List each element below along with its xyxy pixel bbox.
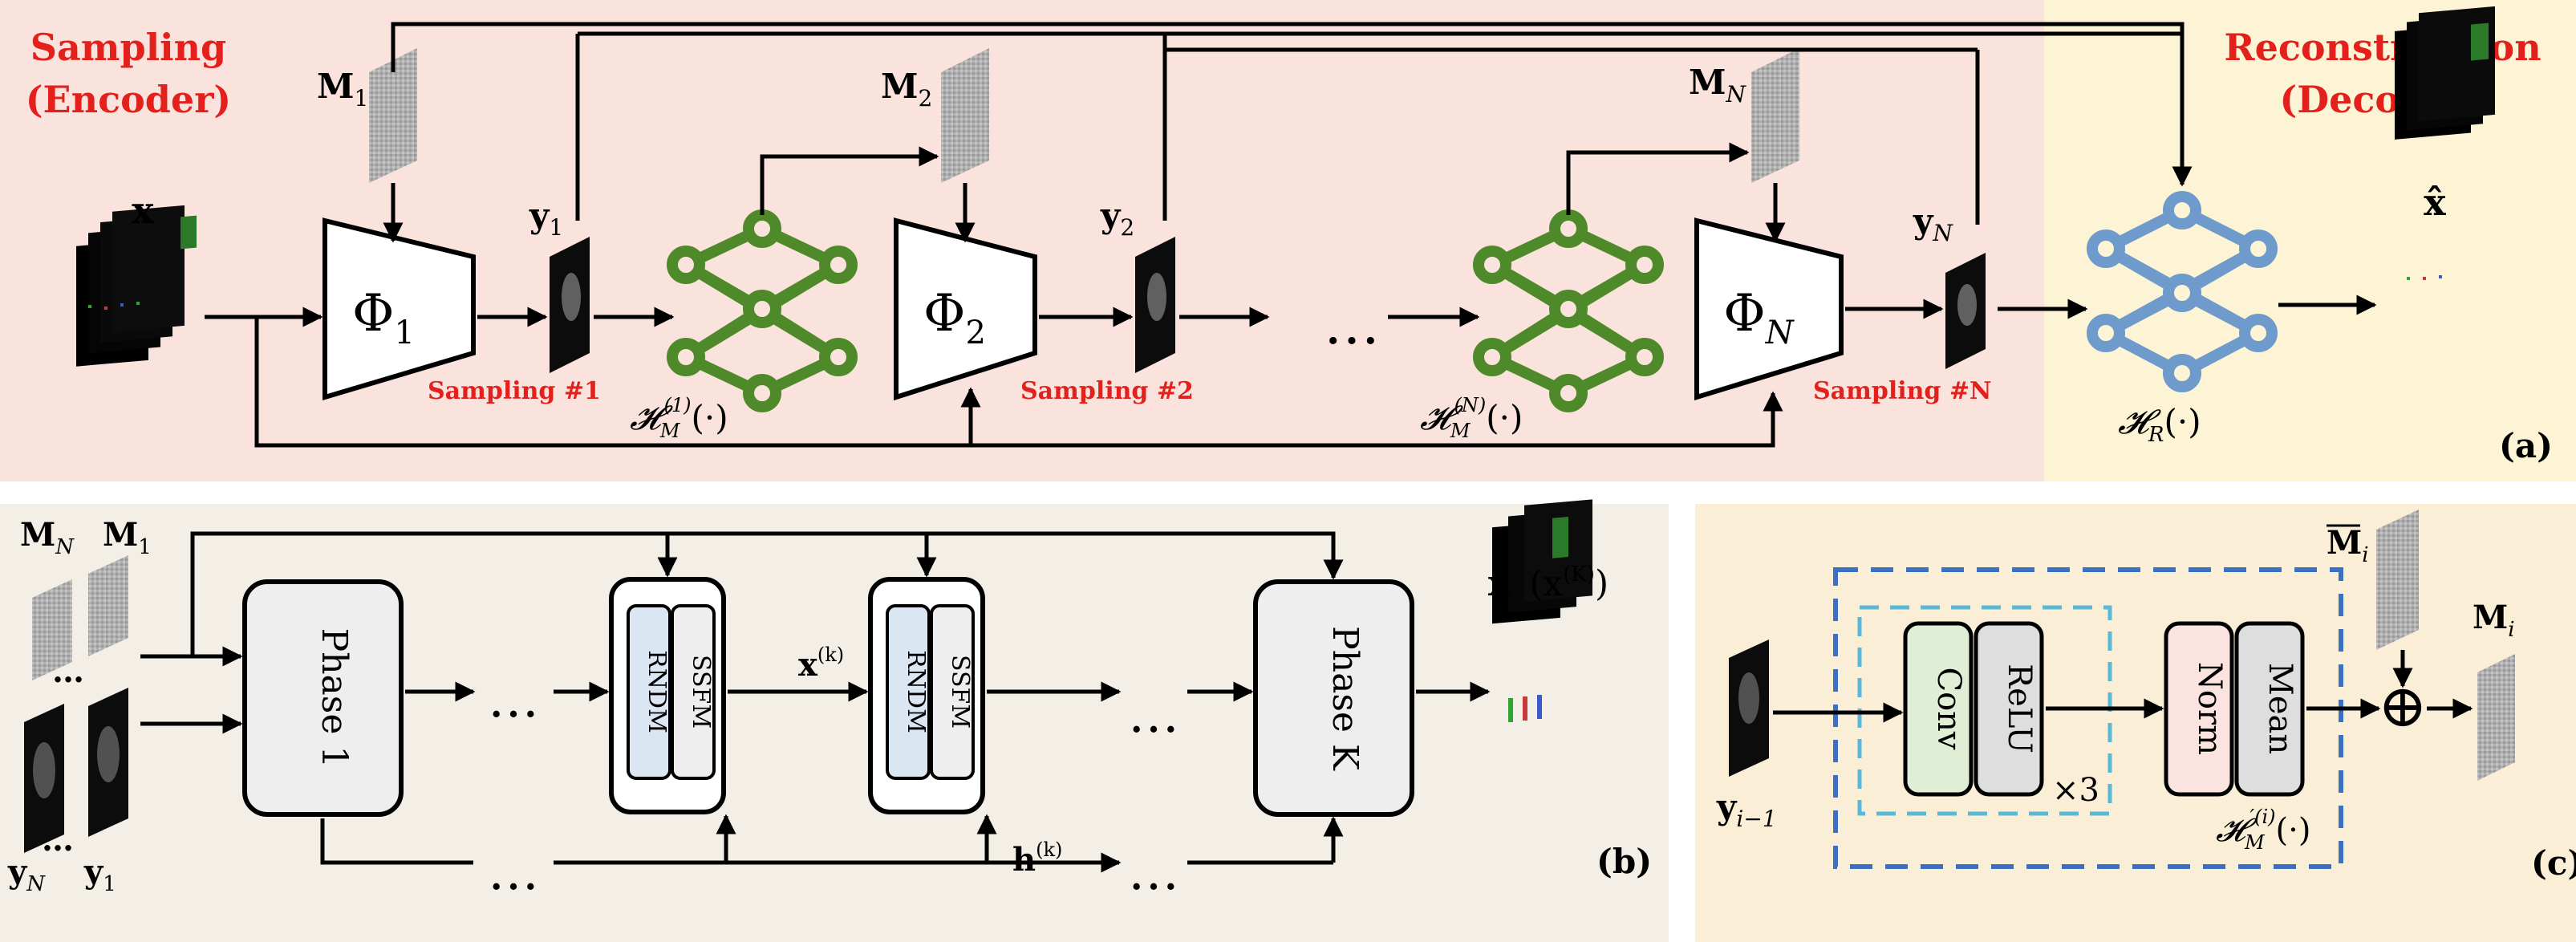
input-cube-x — [76, 205, 197, 367]
conv-block — [1903, 621, 1974, 797]
phin-label: ΦN — [1723, 284, 1795, 351]
relu-block — [1974, 621, 2044, 797]
hm1-label: 𝓗M(1)(·) — [630, 394, 728, 442]
meas-stack-dots: … — [42, 821, 74, 859]
ssfm-label-2: SSFM — [946, 655, 974, 729]
m2-label: M2 — [881, 67, 932, 112]
mi-label: Mi — [2473, 599, 2515, 642]
dots-b-3: … — [488, 843, 539, 902]
mn-label: MN — [1689, 63, 1747, 108]
mean-block — [2234, 621, 2305, 797]
phi2-block — [894, 217, 1037, 401]
panel-b: MN M1 … … yN y1 Phase 1 Phase K RNDM SSF… — [0, 499, 1669, 942]
xk-label: x(k) — [798, 644, 844, 684]
panel-a-tag: (a) — [2499, 426, 2553, 465]
rndm-label-2: RNDM — [902, 650, 930, 733]
xhat-label: x̂ — [2424, 181, 2446, 224]
mask-mbar — [2376, 510, 2419, 650]
panel-b-arrows — [140, 531, 1491, 873]
mean-label: Mean — [2262, 663, 2298, 754]
panel-a-dots: … — [1324, 291, 1380, 357]
panel-a-arrows — [205, 22, 2377, 448]
mask-stack-b-front — [88, 555, 128, 656]
y1-label-b: y1 — [83, 853, 116, 896]
mbar-label: Mi — [2327, 524, 2369, 567]
phi1-block — [323, 217, 476, 401]
m1-label-b: M1 — [103, 516, 152, 559]
yn-label: yN — [1913, 201, 1953, 246]
dots-b-4: … — [1128, 843, 1179, 902]
yim1-label: yi−1 — [1716, 787, 1777, 832]
network-hr — [2087, 191, 2278, 392]
yn-label-b: yN — [7, 853, 46, 896]
ssfm-block-2 — [930, 604, 975, 780]
ssfm-label-1: SSFM — [687, 655, 715, 729]
norm-label: Norm — [2191, 662, 2228, 755]
y1-label: y1 — [529, 196, 563, 241]
phase-k-block — [1253, 579, 1414, 817]
rndm-block-1 — [627, 604, 671, 780]
mn-label-b: MN — [20, 516, 75, 559]
hr-label: 𝓗R(·) — [2118, 402, 2201, 447]
mask-m1 — [369, 48, 417, 183]
output-cube-xhat — [2395, 6, 2495, 280]
times3-label: ×3 — [2052, 772, 2099, 809]
network-hmn — [1473, 209, 1664, 412]
m1-label: M1 — [317, 67, 368, 112]
phi2-label: Φ2 — [923, 284, 986, 351]
conv-label: Conv — [1930, 667, 1967, 749]
sampling-n-label: Sampling #N — [1813, 377, 1991, 405]
sampling-title-line1: Sampling — [30, 26, 226, 69]
relu-label: ReLU — [2001, 664, 2038, 753]
phase-k-label: Phase K — [1325, 626, 1365, 771]
panel-a: Sampling (Encoder) Reconstruction (Decod… — [0, 0, 2576, 481]
mask-mn — [1751, 48, 1799, 183]
rndm-label-1: RNDM — [643, 650, 671, 733]
phi1-label: Φ1 — [352, 284, 415, 351]
y2-label: y2 — [1100, 196, 1134, 241]
panel-c: yi−1 Conv ReLU Norm Mean ×3 𝓗M′(i)(·) Mi… — [1695, 504, 2576, 942]
sampling-2-label: Sampling #2 — [1020, 377, 1194, 405]
panel-b-tag: (b) — [1596, 842, 1652, 881]
panel-c-tag: (c) — [2531, 843, 2576, 883]
mask-stack-b-back — [32, 579, 72, 680]
hk-label: h(k) — [1012, 838, 1062, 879]
mask-stack-dots: … — [52, 652, 84, 690]
outer-dashed-box — [1833, 567, 2343, 869]
output-cube-b — [1492, 499, 1592, 722]
mask-m2 — [941, 48, 989, 183]
sampling-1-label: Sampling #1 — [428, 377, 601, 405]
ssfm-block-1 — [671, 604, 716, 780]
sampling-title-line2: (Encoder) — [26, 78, 231, 121]
phase-1-block — [242, 579, 404, 817]
dots-b-2: … — [1128, 685, 1179, 745]
dots-b-1: … — [488, 670, 539, 729]
mask-mi — [2477, 654, 2515, 781]
norm-block — [2164, 621, 2234, 797]
x-label: x — [132, 189, 154, 232]
phase-1-label: Phase 1 — [314, 628, 355, 769]
phin-block — [1694, 217, 1844, 401]
rndm-block-2 — [886, 604, 931, 780]
panel-c-arrows — [1773, 650, 2473, 723]
output-label-b: x̂(x(K)) — [1488, 562, 1608, 604]
network-hm1 — [667, 209, 858, 412]
